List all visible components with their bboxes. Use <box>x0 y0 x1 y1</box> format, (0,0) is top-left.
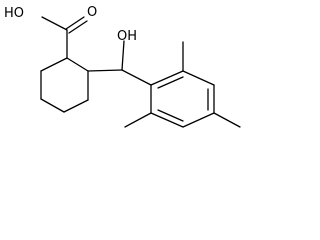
carbinol-to-aryl-bond <box>121 69 152 86</box>
ortho-methyl-bond <box>124 112 152 128</box>
aromatic-bond <box>150 70 184 86</box>
mesityl-ring <box>150 70 215 128</box>
chemical-structure: HO O OH <box>4 5 241 128</box>
acid-hydroxyl-label: HO <box>4 6 24 21</box>
carbonyl-double-bond <box>65 16 85 30</box>
methyl-groups <box>124 41 241 128</box>
cyclohexane-ring <box>40 57 89 113</box>
aromatic-bond <box>182 70 215 86</box>
carbinol-group: OH <box>87 29 152 86</box>
c-oh-bond <box>41 16 68 31</box>
carbonyl-double-bond <box>68 20 88 34</box>
alcohol-hydroxyl-label: OH <box>117 29 137 44</box>
aromatic-double-bond <box>157 76 184 89</box>
carbonyl-oxygen-label: O <box>87 5 97 20</box>
ring-bond <box>40 57 68 72</box>
aromatic-bond <box>182 112 215 128</box>
c-oh-bond <box>121 40 125 71</box>
ring-bond <box>66 57 89 72</box>
ring-to-carbinol-bond <box>87 69 123 72</box>
carboxylic-acid-group: HO O <box>4 5 97 59</box>
ring-bond <box>63 99 89 113</box>
aromatic-double-bond <box>157 109 184 122</box>
aromatic-bond <box>150 112 184 128</box>
ring-bond <box>40 98 65 113</box>
para-methyl-bond <box>213 112 241 128</box>
